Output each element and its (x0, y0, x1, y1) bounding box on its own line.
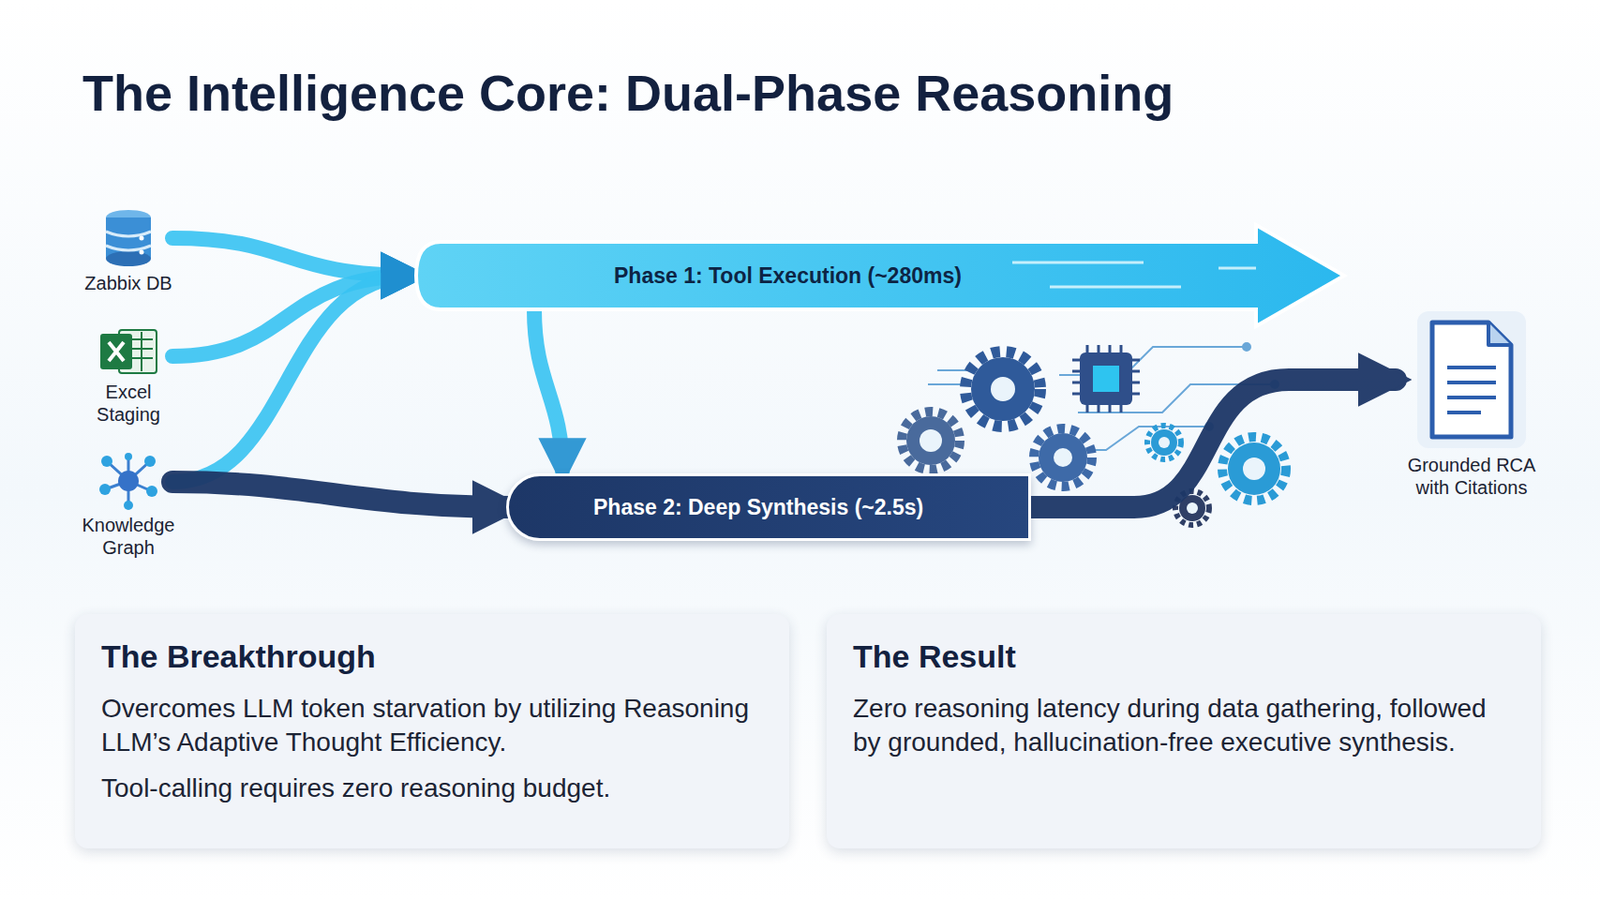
node-label: Excel Staging (76, 380, 180, 426)
output-document: Grounded RCA with Citations (1401, 309, 1542, 499)
card-heading: The Breakthrough (101, 638, 763, 675)
node-label: Zabbix DB (76, 271, 180, 295)
source-icon (76, 208, 180, 269)
graph-source: Knowledge Graph (76, 451, 180, 559)
phase-label: Phase 1: Tool Execution (~280ms) (412, 263, 962, 289)
document-icon (1401, 309, 1542, 450)
flow-connector (534, 309, 563, 472)
database-source: Zabbix DB (76, 208, 180, 295)
flow-connector (172, 481, 510, 508)
card-body: Zero reasoning latency during data gathe… (852, 691, 1515, 761)
chip-icon (1072, 344, 1140, 413)
source-icon (76, 326, 180, 377)
flow-connector (1027, 379, 1396, 508)
phase-label: Phase 2: Deep Synthesis (~2.5s) (508, 494, 924, 521)
card-body: Tool-calling requires zero reasoning bud… (101, 771, 763, 806)
node-label: Grounded RCA with Citations (1401, 453, 1542, 499)
phase-band: Phase 2: Deep Synthesis (~2.5s) (506, 473, 1032, 541)
excel-source: Excel Staging (76, 326, 180, 426)
card-heading: The Result (852, 638, 1515, 675)
flow-connector (172, 238, 415, 276)
phase-band: Phase 1: Tool Execution (~280ms) (412, 221, 1350, 330)
info-card: The ResultZero reasoning latency during … (826, 613, 1541, 849)
node-label: Knowledge Graph (76, 513, 180, 559)
flow-connector (172, 275, 415, 482)
card-body: Overcomes LLM token starvation by utiliz… (101, 691, 763, 761)
info-card: The BreakthroughOvercomes LLM token star… (74, 613, 790, 849)
diagram-title: The Intelligence Core: Dual-Phase Reason… (82, 63, 1174, 122)
source-icon (76, 451, 180, 510)
